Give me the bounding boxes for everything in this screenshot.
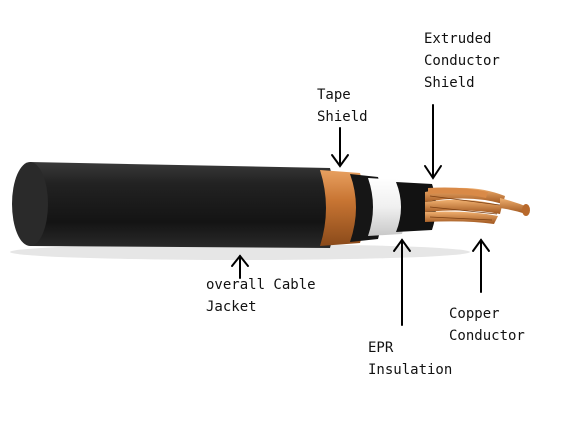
label-line: overall Cable	[206, 277, 316, 293]
label-line: Jacket	[206, 299, 257, 315]
label-line: Insulation	[368, 362, 453, 378]
arrow-overall-cable-jacket	[231, 254, 249, 279]
arrow-epr-insulation	[393, 238, 411, 326]
label-epr-insulation: EPR Insulation	[368, 337, 452, 381]
label-line: Conductor	[449, 328, 525, 344]
jacket-end-cap	[12, 162, 48, 246]
label-line: Conductor	[424, 53, 500, 69]
label-line: Tape	[317, 87, 351, 103]
label-extruded-conductor-shield: Extruded Conductor Shield	[424, 28, 500, 94]
label-line: Shield	[424, 75, 475, 91]
label-tape-shield: Tape Shield	[317, 84, 368, 128]
label-line: Shield	[317, 109, 368, 125]
label-line: EPR	[368, 340, 394, 356]
label-copper-conductor: Copper Conductor	[449, 303, 525, 347]
cable-shadow	[10, 244, 470, 260]
epr-insulation-body	[368, 178, 406, 236]
label-line: Extruded	[424, 31, 492, 47]
label-overall-cable-jacket: overall Cable Jacket	[206, 274, 316, 318]
arrow-tape-shield	[331, 127, 349, 168]
overall-cable-jacket-body	[20, 162, 336, 248]
arrow-extruded-conductor-shield	[424, 104, 442, 180]
arrow-copper-conductor	[472, 238, 490, 293]
copper-conductor-strands	[425, 187, 530, 224]
label-line: Copper	[449, 306, 500, 322]
